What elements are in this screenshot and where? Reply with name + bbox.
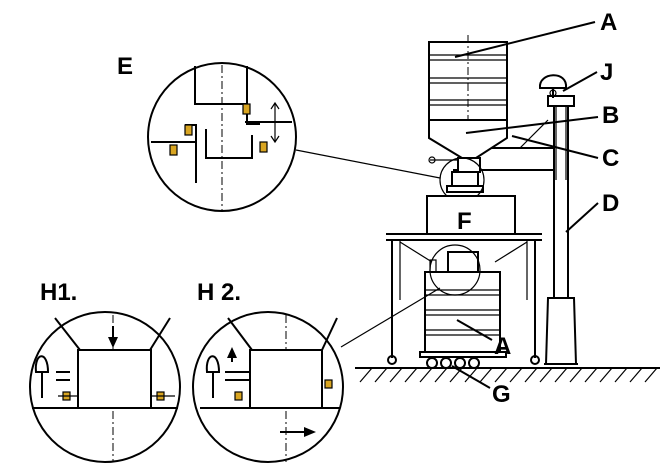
detail-e-circle bbox=[147, 62, 441, 212]
label-c: C bbox=[602, 145, 619, 172]
detail-h2-circle bbox=[192, 287, 441, 463]
detail-h-indicator bbox=[429, 244, 481, 296]
hopper-cone bbox=[428, 119, 508, 173]
leader-lines bbox=[451, 21, 599, 389]
label-h2: H 2. bbox=[197, 279, 241, 306]
top-bin bbox=[428, 35, 508, 121]
label-j: J bbox=[600, 59, 613, 86]
label-d: D bbox=[602, 190, 619, 217]
label-a-top: A bbox=[600, 9, 617, 36]
frame bbox=[386, 195, 542, 365]
label-g: G bbox=[492, 381, 511, 408]
docking-connector bbox=[446, 171, 484, 193]
label-h1: H1. bbox=[40, 279, 77, 306]
label-e: E bbox=[117, 53, 133, 80]
label-f: F bbox=[457, 208, 472, 235]
support-column bbox=[544, 95, 578, 365]
detail-h1-circle bbox=[29, 311, 181, 463]
label-b: B bbox=[602, 102, 619, 129]
valve-handle bbox=[538, 74, 568, 98]
label-a-bottom: A bbox=[494, 333, 511, 360]
floor bbox=[355, 367, 660, 383]
